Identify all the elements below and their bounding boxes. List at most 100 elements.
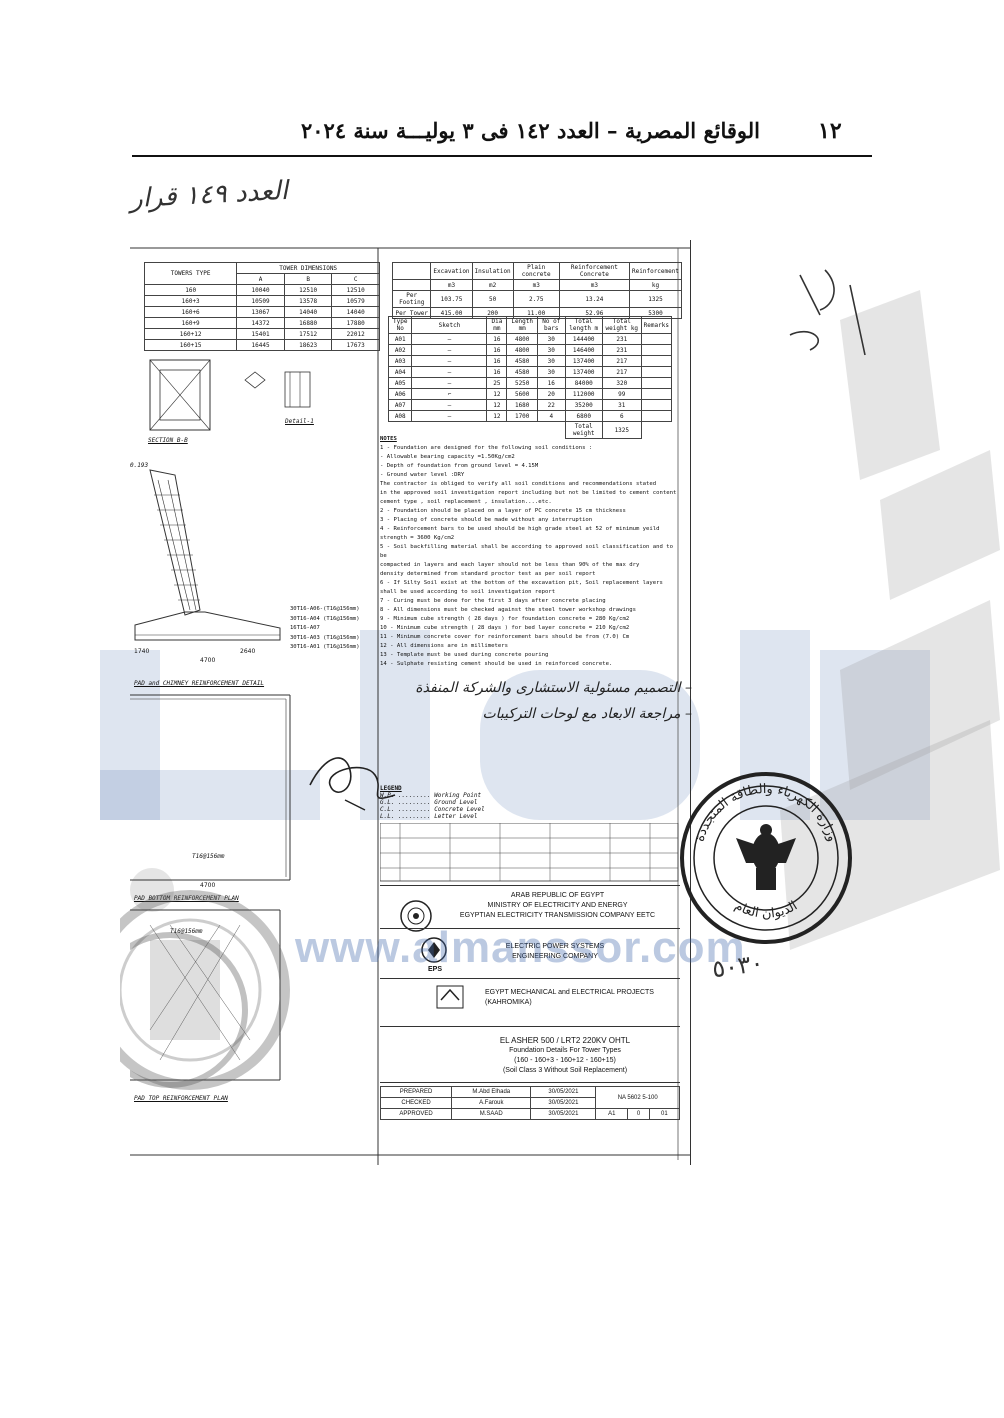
arabic-note: – مراجعة الابعاد مع لوحات التركيبات (482, 706, 692, 722)
legend-item: W.P. ......... Working Point (380, 792, 482, 799)
table-row: APPROVED M.SAAD 30/05/2021 A1 0 01 (379, 1108, 681, 1120)
drawing-title-label: PAD TOP REINFORCEMENT PLAN (134, 1095, 228, 1102)
stamp-bottom-text: الديوان العام (732, 898, 800, 921)
cell (640, 333, 673, 345)
cell: 16 (537, 377, 566, 389)
signature (309, 757, 396, 811)
drawing-frame (130, 247, 690, 1165)
project-line: Foundation Details For Tower Types (509, 1047, 621, 1054)
corner-cell (391, 279, 432, 291)
cell: 12510 (283, 284, 333, 296)
cell: 4800 (506, 333, 539, 345)
note-line: 13 - Template must be used during concre… (380, 652, 549, 658)
drawing-title-label: PAD and CHIMNEY REINFORCEMENT DETAIL (134, 680, 265, 687)
rebar-spacing-label: T16@156mm (192, 853, 225, 860)
consultant-abbr: EPS (427, 966, 442, 973)
divider (380, 978, 680, 979)
col-header: Remarks (640, 316, 673, 334)
bar-sketch: ⌐ (411, 388, 488, 400)
cell: 14040 (283, 306, 333, 318)
bar-sketch: — (411, 355, 488, 367)
cell: 31 (601, 399, 642, 411)
cell: 231 (601, 333, 642, 345)
cell: 20 (537, 388, 566, 400)
note-line: 14 - Sulphate resisting cement should be… (380, 661, 613, 667)
pad-top-plan-sketch (130, 909, 281, 1088)
cell (640, 388, 673, 400)
unit-cell: m3 (430, 279, 473, 291)
note-line: 6 - If Silty Soil exist at the bottom of… (380, 580, 663, 586)
col-header: No of bars (537, 316, 566, 334)
title-block: ARAB REPUBLIC OF EGYPT MINISTRY OF ELECT… (379, 885, 681, 1156)
cell: 12 (486, 399, 508, 411)
page-number: ١٢ (818, 118, 842, 144)
client-line: EGYPTIAN ELECTRICITY TRANSMISSION COMPAN… (459, 912, 656, 919)
cell: 16 (486, 355, 508, 367)
cell: 30 (537, 355, 566, 367)
legend-item: G.L. ......... Ground Level (380, 799, 478, 806)
cell: 25 (486, 377, 508, 389)
cell: 217 (601, 355, 642, 367)
note-line: shall be used according to soil investig… (380, 589, 556, 595)
role-cell: APPROVED (379, 1108, 453, 1120)
cell: 4580 (506, 366, 539, 378)
date-cell: 30/05/2021 (530, 1097, 597, 1109)
footing-plan-sketch (149, 359, 311, 431)
cell (640, 355, 673, 367)
cell: 160+3 (143, 295, 238, 307)
col-header: Length mm (506, 316, 539, 334)
cell: 112000 (564, 388, 603, 400)
cell: 16 (486, 366, 508, 378)
note-line: - Depth of foundation from ground level … (380, 463, 539, 469)
col-header: Plain concrete (512, 262, 560, 280)
legend-item: L.L. ......... Letter Level (380, 813, 478, 820)
approvals-table: PREPARED M.Abd Elhada 30/05/2021 NA 5602… (379, 1086, 681, 1120)
note-line: The contractor is obliged to verify all … (380, 481, 657, 487)
cell (640, 410, 673, 422)
margin-handwriting (789, 269, 866, 356)
cell: 16 (486, 344, 508, 356)
cell: 160+12 (143, 328, 238, 340)
col-header: Total weight kg (601, 316, 642, 334)
cell: 6 (601, 410, 642, 422)
cell: 18623 (283, 339, 333, 351)
note-line: 11 - Minimum concrete cover for reinforc… (380, 634, 630, 640)
cell (640, 399, 673, 411)
rebar-spacing-label: T16@156mm (170, 928, 203, 935)
cell: 5250 (506, 377, 539, 389)
legend-label: Letter Level (434, 813, 478, 820)
consultant-line: ELECTRIC POWER SYSTEMS (505, 943, 605, 950)
cell: A05 (387, 377, 413, 389)
legend-label: Working Point (434, 792, 482, 799)
project-line: (160 - 160+3 - 160+12 - 160+15) (514, 1057, 616, 1064)
legend-item: C.L. ......... Concrete Level (380, 806, 485, 813)
cell: 14040 (331, 306, 380, 318)
cell: A03 (387, 355, 413, 367)
note-line: 8 - All dimensions must be checked again… (380, 607, 636, 613)
page-header-title: الوقائع المصرية – العدد ١٤٢ فى ٣ يوليـــ… (300, 118, 760, 143)
cell: 30 (537, 344, 566, 356)
note-line: cement type , soil replacement , insulat… (380, 499, 552, 505)
pad-bottom-plan-sketch (130, 694, 291, 881)
official-stamp: وزارة الكهرباء والطاقة المتجددة الديوان … (680, 772, 852, 944)
name-cell: M.Abd Elhada (451, 1086, 532, 1098)
role-cell: CHECKED (379, 1097, 453, 1109)
cell: 35200 (564, 399, 603, 411)
divider (380, 928, 680, 929)
cell: 137400 (564, 366, 603, 378)
bar-mark: 30T16-A01 (T16@156mm) (290, 644, 360, 650)
section-label: SECTION B-B (148, 437, 188, 444)
consultant-line: ENGINEERING COMPANY (512, 953, 598, 960)
cell: 15401 (236, 328, 285, 340)
cell: 30 (537, 333, 566, 345)
note-line: - Allowable bearing capacity =1.50Kg/cm2 (380, 454, 515, 460)
table-row: PREPARED M.Abd Elhada 30/05/2021 NA 5602… (379, 1086, 680, 1109)
cell: 4 (537, 410, 566, 422)
